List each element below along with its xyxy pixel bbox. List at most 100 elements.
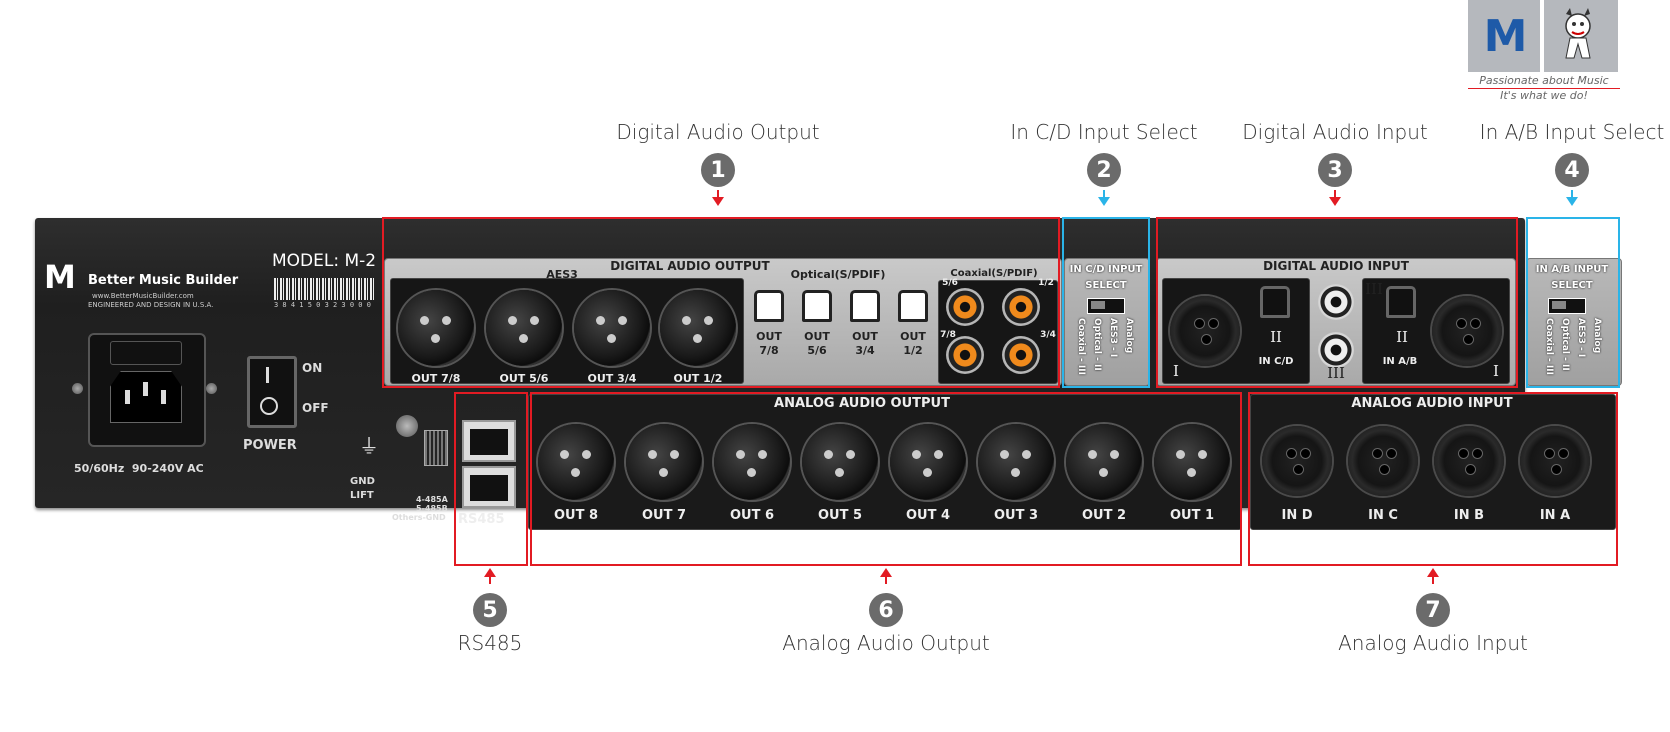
analog-in-label: IN B	[1453, 508, 1485, 523]
callout-6-arrow	[880, 568, 892, 577]
aes-out-56[interactable]	[486, 290, 562, 366]
callout-3-title: Digital Audio Input	[1242, 120, 1428, 144]
optical-out-56-label: OUT	[804, 330, 830, 343]
highlight-ab-select	[1526, 217, 1620, 388]
analog-out-connector[interactable]	[1066, 424, 1142, 500]
switch-on-label: ON	[302, 361, 323, 375]
optical-out-12-label: OUT	[900, 330, 926, 343]
optical-out-34-label: OUT	[852, 330, 878, 343]
rs485-label: RS485	[458, 512, 505, 527]
analog-out-label: OUT 5	[817, 508, 863, 523]
analog-out-connector[interactable]	[1154, 424, 1230, 500]
analog-out-connector[interactable]	[802, 424, 878, 500]
optical-out-34[interactable]	[850, 290, 880, 322]
coax-in-ab[interactable]	[1318, 332, 1354, 368]
network-icon	[424, 430, 448, 466]
aes-out-34-label: OUT 3/4	[587, 372, 637, 385]
ab-select-label-2: SELECT	[1551, 280, 1593, 291]
aes-in-ab[interactable]	[1432, 296, 1502, 366]
cd-opt-analog: Analog	[1124, 318, 1134, 354]
screw-icon	[206, 383, 217, 394]
ab-opt-optical: Optical - II	[1560, 318, 1570, 371]
brand-name: Better Music Builder	[88, 273, 239, 288]
analog-in-connector[interactable]	[1262, 426, 1332, 496]
fuse-drawer	[110, 341, 182, 365]
aes-out-78-label: OUT 7/8	[411, 372, 461, 385]
analog-out-connector[interactable]	[978, 424, 1054, 500]
aes-out-56-label: OUT 5/6	[499, 372, 549, 385]
aes-out-34[interactable]	[574, 290, 650, 366]
rs485-pin-3: Others-GND	[392, 513, 446, 522]
ab-roman-2: II	[1396, 328, 1408, 346]
aes-out-12[interactable]	[660, 290, 736, 366]
callout-5-arrow	[484, 568, 496, 577]
callout-2-title: In C/D Input Select	[1010, 120, 1198, 144]
analog-out-connector[interactable]	[626, 424, 702, 500]
coax-56-label: 5/6	[942, 278, 958, 288]
coax-out-12[interactable]	[1002, 288, 1040, 326]
coax-12-label: 1/2	[1038, 278, 1054, 288]
highlight-cd-select	[1062, 217, 1150, 388]
callout-2-arrow	[1098, 197, 1110, 206]
callout-6-badge: 6	[869, 593, 903, 627]
ab-opt-analog: Analog	[1592, 318, 1602, 354]
brand-engineered: ENGINEERED AND DESIGN IN U.S.A.	[88, 301, 214, 309]
analog-in-connector[interactable]	[1348, 426, 1418, 496]
ground-screw[interactable]	[396, 415, 418, 437]
analog-out-label: OUT 3	[993, 508, 1039, 523]
optical-out-12[interactable]	[898, 290, 928, 322]
analog-out-connector[interactable]	[538, 424, 614, 500]
ground-icon: ⏚	[359, 436, 379, 458]
analog-out-connector[interactable]	[890, 424, 966, 500]
callout-4-stem	[1571, 190, 1573, 198]
optical-out-78[interactable]	[754, 290, 784, 322]
rs485-pin-1: 4-485A	[416, 495, 448, 504]
optical-in-cd[interactable]	[1260, 286, 1290, 318]
callout-7-stem	[1432, 576, 1434, 584]
in-cd-label: IN C/D	[1258, 356, 1294, 367]
analog-in-connector[interactable]	[1434, 426, 1504, 496]
optical-pair-56: 5/6	[807, 344, 827, 357]
callout-4-arrow	[1566, 197, 1578, 206]
coax-in-cd[interactable]	[1318, 284, 1354, 320]
cd-select-slider[interactable]	[1087, 298, 1125, 314]
analog-out-connector[interactable]	[714, 424, 790, 500]
power-label: POWER	[243, 438, 297, 453]
rs485-port-1[interactable]	[462, 420, 516, 462]
aes-out-12-label: OUT 1/2	[673, 372, 723, 385]
ab-roman-3: III	[1365, 280, 1383, 298]
power-switch[interactable]	[247, 356, 297, 428]
digital-out-title: DIGITAL AUDIO OUTPUT	[610, 259, 770, 273]
power-inlet[interactable]	[72, 333, 218, 447]
analog-out-label: OUT 4	[905, 508, 951, 523]
cd-select-label-1: IN C/D INPUT	[1069, 264, 1143, 275]
rs485-port-2[interactable]	[462, 466, 516, 508]
optical-in-ab[interactable]	[1386, 286, 1416, 318]
logo-mascot-box	[1544, 0, 1618, 72]
highlight-analog-out	[530, 392, 1242, 566]
optical-title: Optical(S/PDIF)	[790, 268, 886, 281]
analog-in-label: IN A	[1539, 508, 1571, 523]
callout-7-title: Analog Audio Input	[1338, 631, 1528, 655]
ab-select-label-1: IN A/B INPUT	[1535, 264, 1609, 275]
switch-off-label: OFF	[302, 401, 329, 415]
optical-pair-78: 7/8	[759, 344, 779, 357]
in-ab-label: IN A/B	[1382, 356, 1418, 367]
ab-opt-coaxial: Coaxial - III	[1544, 318, 1554, 375]
optical-out-56[interactable]	[802, 290, 832, 322]
ab-select-options: Analog AES3 - I Optical - II Coaxial - I…	[1526, 318, 1620, 384]
model-label: MODEL: M-2	[272, 251, 377, 271]
ab-opt-aes3: AES3 - I	[1576, 318, 1586, 358]
analog-in-label: IN D	[1281, 508, 1313, 523]
highlight-analog-in	[1248, 392, 1618, 566]
ab-select-slider[interactable]	[1548, 298, 1586, 314]
aes-in-cd[interactable]	[1170, 296, 1240, 366]
coax-out-78[interactable]	[946, 336, 984, 374]
ab-roman-1: I	[1493, 362, 1499, 380]
analog-in-connector[interactable]	[1520, 426, 1590, 496]
callout-5-badge: 5	[473, 593, 507, 627]
aes-out-78[interactable]	[398, 290, 474, 366]
coax-out-56[interactable]	[946, 288, 984, 326]
coax-out-34[interactable]	[1002, 336, 1040, 374]
